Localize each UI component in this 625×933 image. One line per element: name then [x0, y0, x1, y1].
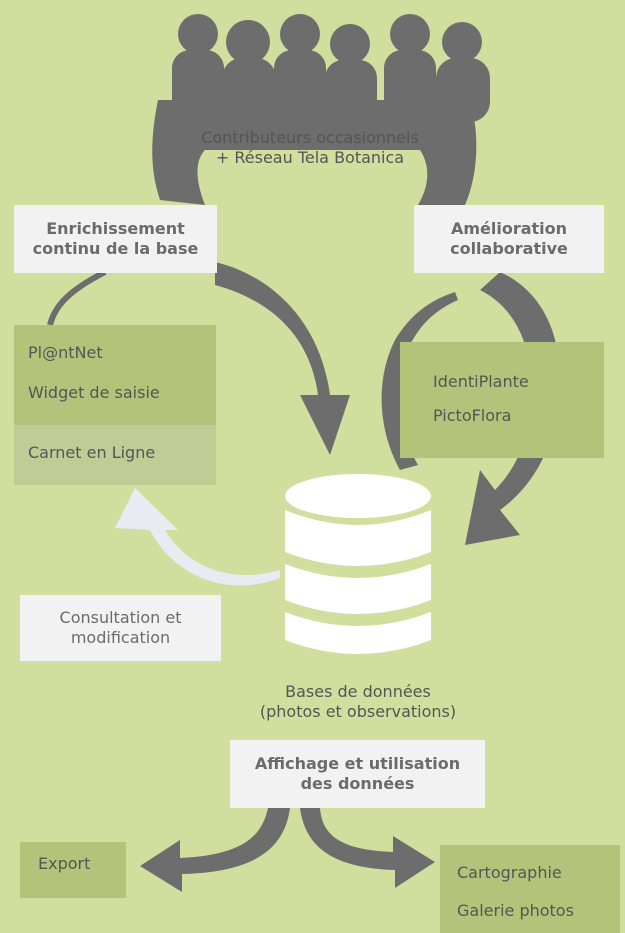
database-caption: Bases de données (photos et observations… [228, 682, 488, 722]
output-item-cartographie: Cartographie [457, 863, 562, 882]
outputs-box: Cartographie Galerie photos [440, 845, 620, 933]
enrichment-line-1: Enrichissement [46, 219, 185, 238]
consultation-line-1: Consultation et [59, 608, 182, 627]
improvement-line-2: collaborative [450, 239, 568, 258]
consultation-label: Consultation et modification [20, 595, 221, 661]
enrichment-label: Enrichissement continu de la base [14, 205, 217, 273]
display-line-1: Affichage et utilisation [254, 754, 461, 773]
database-line-1: Bases de données [285, 682, 431, 701]
source-item-plantnet: Pl@ntNet [28, 343, 103, 362]
display-line-2: des données [300, 774, 415, 793]
enrichment-line-2: continu de la base [32, 239, 199, 258]
consultation-arrow [115, 488, 280, 586]
identification-item-pictoflora: PictoFlora [433, 406, 512, 425]
contributors-base-shape [152, 100, 477, 205]
identification-item-identiplante: IdentiPlante [433, 372, 529, 391]
contributors-caption: Contributeurs occasionnels + Réseau Tela… [160, 128, 460, 168]
export-label: Export [38, 854, 91, 873]
carnet-box: Carnet en Ligne [14, 425, 216, 485]
people-silhouettes-icon [172, 14, 490, 123]
improvement-line-1: Amélioration [450, 219, 568, 238]
database-icon [285, 474, 431, 654]
enrichment-arrow [215, 262, 350, 455]
consultation-line-2: modification [70, 628, 171, 647]
identification-box: IdentiPlante PictoFlora [400, 342, 604, 458]
contributors-line-2: + Réseau Tela Botanica [215, 148, 405, 167]
output-item-galerie: Galerie photos [457, 901, 574, 920]
sources-box: Pl@ntNet Widget de saisie [14, 325, 216, 425]
source-item-carnet: Carnet en Ligne [28, 443, 156, 462]
improvement-arrow [465, 272, 560, 545]
export-box: Export [20, 842, 126, 898]
database-line-2: (photos et observations) [259, 702, 457, 721]
source-item-widget: Widget de saisie [28, 383, 160, 402]
left-connector-curve [47, 269, 107, 326]
display-label: Affichage et utilisation des données [230, 740, 485, 808]
output-arrow [300, 808, 435, 888]
improvement-label: Amélioration collaborative [414, 205, 604, 273]
export-arrow [140, 808, 290, 892]
contributors-line-1: Contributeurs occasionnels [201, 128, 419, 147]
